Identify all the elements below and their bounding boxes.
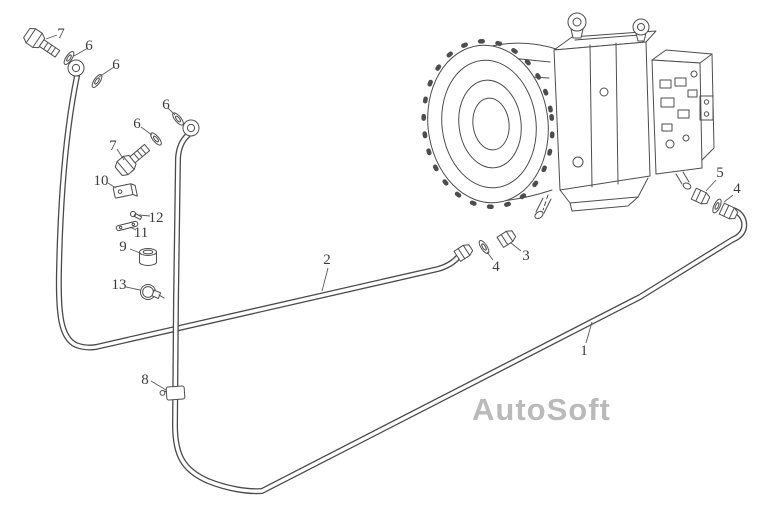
callout-10[interactable]: 10 bbox=[94, 173, 109, 189]
bell-housing bbox=[421, 39, 555, 209]
transmission-drawing bbox=[421, 12, 715, 220]
oil-pipe-2 bbox=[55, 73, 462, 351]
mid-port-stub bbox=[534, 197, 552, 220]
oil-sump bbox=[542, 177, 649, 212]
mid-fittings bbox=[453, 228, 518, 262]
rear-valve-block bbox=[651, 49, 715, 175]
gear-case bbox=[553, 30, 657, 191]
banjo-eye bbox=[67, 59, 85, 77]
callout-11[interactable]: 11 bbox=[134, 225, 148, 241]
elbow-swivel-nut bbox=[718, 202, 740, 222]
banjo-group-b bbox=[112, 110, 200, 179]
strap-11 bbox=[115, 220, 139, 232]
callout-4[interactable]: 4 bbox=[492, 259, 500, 275]
callout-1[interactable]: 1 bbox=[580, 343, 588, 359]
fitting-nut-3 bbox=[496, 228, 518, 248]
lifting-eye bbox=[567, 12, 587, 39]
pipe-clamp-8 bbox=[159, 385, 186, 401]
screw-12 bbox=[129, 210, 143, 221]
callout-7[interactable]: 7 bbox=[109, 138, 117, 154]
callout-6[interactable]: 6 bbox=[85, 38, 93, 54]
callout-5[interactable]: 5 bbox=[716, 165, 724, 181]
hardware-parts bbox=[112, 183, 186, 401]
callout-6[interactable]: 6 bbox=[112, 57, 120, 73]
callout-6[interactable]: 6 bbox=[133, 116, 141, 132]
clamp-bracket-10 bbox=[112, 183, 138, 199]
callout-13[interactable]: 13 bbox=[112, 277, 127, 293]
callouts: 7 6 6 6 6 7 10 12 11 9 13 8 2 3 4 5 4 1 bbox=[57, 26, 741, 388]
banjo-bolt-7 bbox=[21, 25, 63, 62]
callout-3[interactable]: 3 bbox=[522, 248, 530, 264]
watermark: AutoSoft bbox=[472, 392, 611, 427]
callout-7[interactable]: 7 bbox=[57, 26, 65, 42]
oil-pipe-1 bbox=[172, 132, 748, 495]
callout-2[interactable]: 2 bbox=[323, 252, 331, 268]
seal-washer-6 bbox=[148, 130, 164, 148]
hose-clip-13 bbox=[140, 284, 165, 300]
rear-port-stub bbox=[675, 171, 692, 190]
seal-washer-4 bbox=[476, 238, 492, 256]
callout-12[interactable]: 12 bbox=[149, 210, 164, 226]
callout-8[interactable]: 8 bbox=[141, 372, 149, 388]
right-fittings bbox=[690, 187, 740, 222]
fitting-nut-5 bbox=[690, 187, 712, 207]
banjo-bolt-7 bbox=[112, 140, 154, 179]
banjo-eye bbox=[182, 119, 200, 137]
leader-lines bbox=[45, 34, 734, 391]
grommet-9 bbox=[139, 248, 157, 266]
callout-6[interactable]: 6 bbox=[162, 97, 170, 113]
lifting-eye bbox=[632, 18, 650, 42]
callout-4[interactable]: 4 bbox=[733, 181, 741, 197]
callout-9[interactable]: 9 bbox=[119, 239, 127, 255]
